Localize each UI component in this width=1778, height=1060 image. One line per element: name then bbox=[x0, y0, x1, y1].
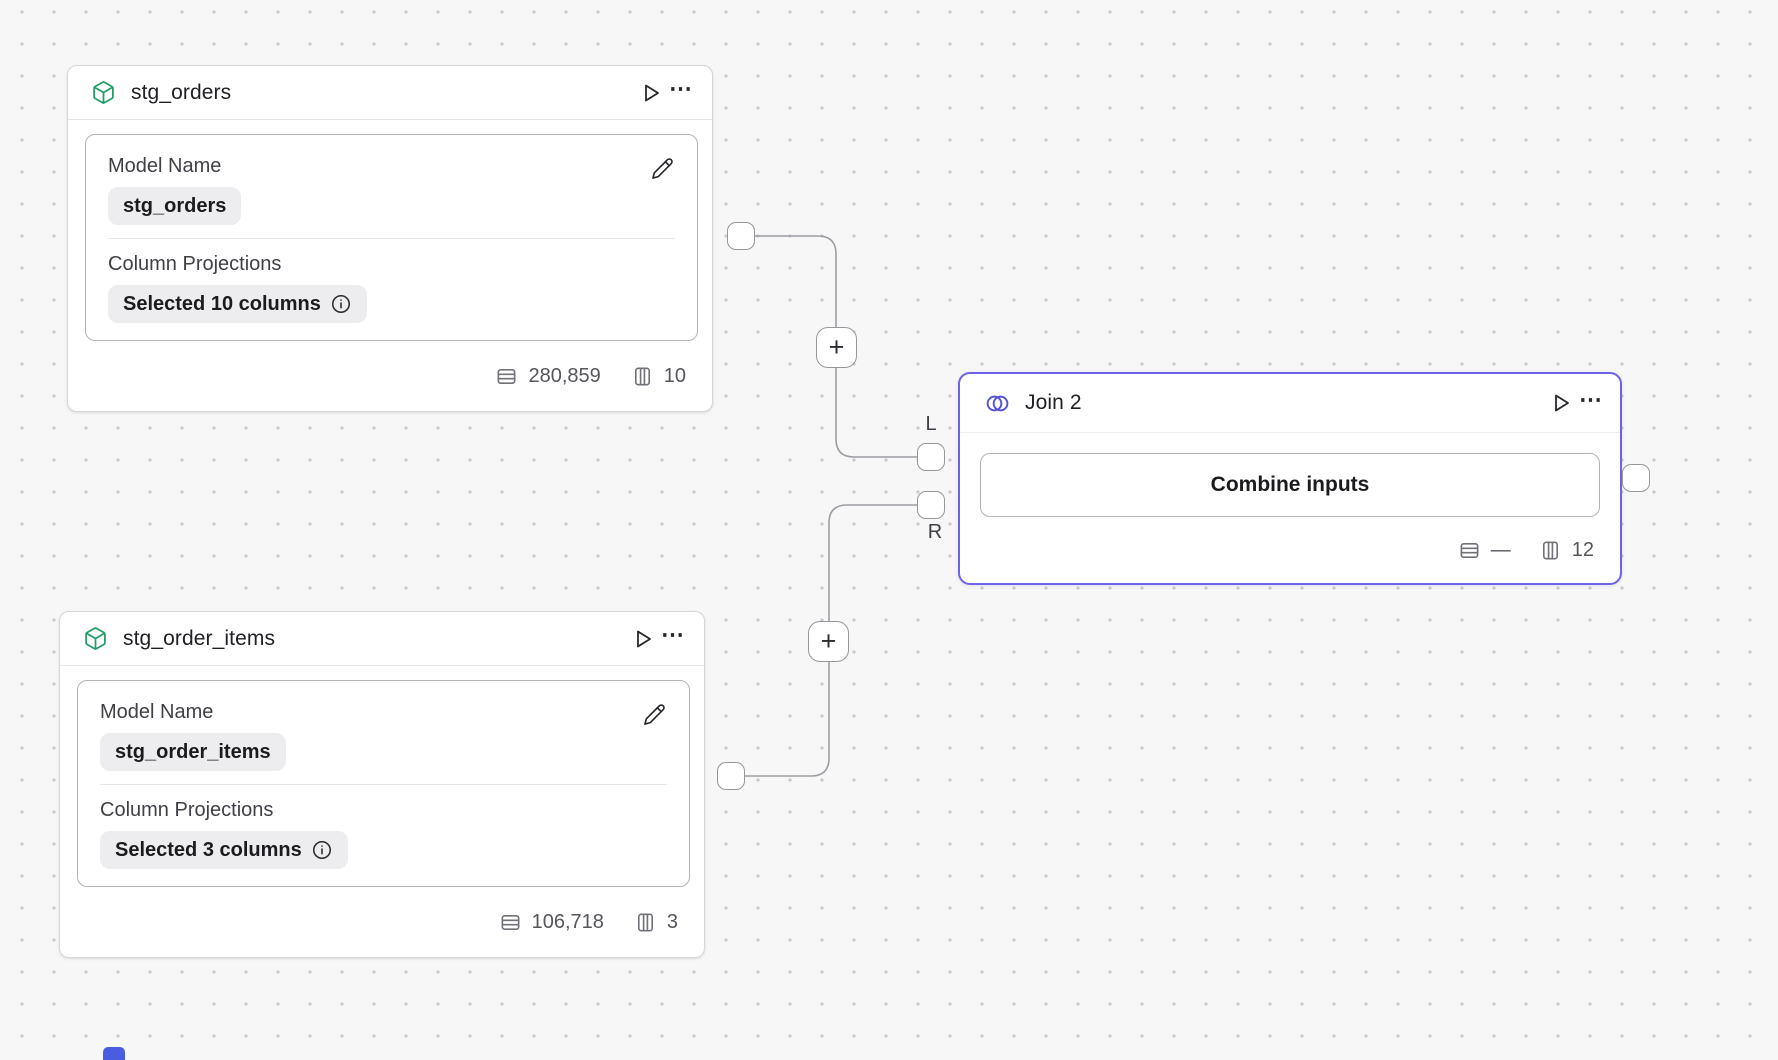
run-node-button[interactable] bbox=[1546, 388, 1576, 418]
column-projections-chip[interactable]: Selected 10 columns bbox=[108, 285, 367, 323]
card-divider bbox=[100, 784, 667, 785]
output-port-stg-order-items[interactable] bbox=[717, 762, 745, 790]
pencil-icon bbox=[643, 703, 666, 726]
run-node-button[interactable] bbox=[628, 624, 658, 654]
node-stg-orders[interactable]: stg_orders ⋯ Model Name s bbox=[67, 65, 713, 412]
row-count-stat: — bbox=[1458, 539, 1511, 562]
card-divider bbox=[108, 238, 675, 239]
column-projections-value: Selected 10 columns bbox=[123, 293, 321, 315]
column-count-value: 3 bbox=[666, 910, 678, 933]
info-icon[interactable] bbox=[330, 293, 352, 315]
plus-icon: + bbox=[820, 626, 837, 656]
cube-icon bbox=[88, 78, 118, 108]
node-config-card: Model Name stg_orders Column Projections… bbox=[85, 134, 698, 341]
column-projections-label: Column Projections bbox=[100, 799, 274, 821]
model-name-label: Model Name bbox=[108, 155, 222, 177]
play-icon bbox=[639, 81, 663, 105]
node-stg-orders-header: stg_orders ⋯ bbox=[68, 66, 712, 120]
play-icon bbox=[631, 627, 655, 651]
row-count-value: 280,859 bbox=[528, 364, 601, 387]
add-node-on-edge-button-bottom[interactable]: + bbox=[808, 621, 849, 662]
add-node-on-edge-button-top[interactable]: + bbox=[816, 327, 857, 368]
column-count-stat: 12 bbox=[1539, 539, 1594, 562]
node-join-2[interactable]: Join 2 ⋯ Combine inputs — bbox=[958, 372, 1622, 585]
column-projections-value: Selected 3 columns bbox=[115, 839, 302, 861]
table-rows-icon bbox=[1458, 539, 1481, 562]
row-count-value: — bbox=[1490, 538, 1511, 561]
edit-model-name-button[interactable] bbox=[647, 153, 677, 183]
node-menu-button[interactable]: ⋯ bbox=[1576, 385, 1606, 418]
play-icon bbox=[1549, 391, 1573, 415]
combine-inputs-button[interactable]: Combine inputs bbox=[980, 453, 1600, 517]
edit-model-name-button[interactable] bbox=[639, 699, 669, 729]
row-count-value: 106,718 bbox=[531, 910, 604, 933]
column-count-stat: 10 bbox=[631, 365, 686, 388]
node-join-2-header: Join 2 ⋯ bbox=[960, 374, 1620, 433]
ellipsis-icon: ⋯ bbox=[661, 621, 685, 647]
right-port-label: R bbox=[927, 521, 943, 543]
pencil-icon bbox=[651, 157, 674, 180]
column-count-value: 12 bbox=[1571, 538, 1594, 561]
node-title: stg_order_items bbox=[123, 626, 276, 650]
table-columns-icon bbox=[1539, 539, 1562, 562]
node-stg-order-items[interactable]: stg_order_items ⋯ Model Name bbox=[59, 611, 705, 958]
table-columns-icon bbox=[634, 911, 657, 934]
node-stats-footer: 280,859 10 bbox=[68, 341, 712, 411]
column-count-stat: 3 bbox=[634, 911, 678, 934]
model-name-value: stg_orders bbox=[123, 195, 227, 217]
table-rows-icon bbox=[499, 911, 522, 934]
node-title: stg_orders bbox=[131, 80, 232, 104]
node-stats-footer: 106,718 3 bbox=[60, 887, 704, 957]
join-output-port[interactable] bbox=[1622, 464, 1650, 492]
column-count-value: 10 bbox=[663, 364, 686, 387]
model-name-label: Model Name bbox=[100, 701, 214, 723]
node-menu-button[interactable]: ⋯ bbox=[658, 621, 688, 654]
model-name-chip: stg_orders bbox=[108, 187, 242, 225]
node-menu-button[interactable]: ⋯ bbox=[666, 75, 696, 108]
node-stg-order-items-header: stg_order_items ⋯ bbox=[60, 612, 704, 666]
model-name-chip: stg_order_items bbox=[100, 733, 286, 771]
left-port-label: L bbox=[925, 413, 937, 435]
row-count-stat: 280,859 bbox=[495, 364, 601, 388]
join-right-input-port[interactable] bbox=[917, 491, 945, 519]
model-name-value: stg_order_items bbox=[115, 741, 271, 763]
run-node-button[interactable] bbox=[636, 78, 666, 108]
cube-icon bbox=[80, 624, 110, 654]
node-stats-footer: — 12 bbox=[960, 517, 1620, 583]
ellipsis-icon: ⋯ bbox=[669, 75, 693, 101]
column-projections-chip[interactable]: Selected 3 columns bbox=[100, 831, 348, 869]
join-venn-icon bbox=[982, 388, 1012, 418]
node-config-card: Model Name stg_order_items Column Projec… bbox=[77, 680, 690, 887]
table-columns-icon bbox=[631, 365, 654, 388]
join-left-input-port[interactable] bbox=[917, 443, 945, 471]
ellipsis-icon: ⋯ bbox=[1579, 385, 1603, 412]
table-rows-icon bbox=[495, 365, 518, 388]
row-count-stat: 106,718 bbox=[499, 911, 604, 934]
output-port-stg-orders[interactable] bbox=[727, 222, 755, 250]
info-icon[interactable] bbox=[311, 839, 333, 861]
plus-icon: + bbox=[828, 332, 845, 362]
column-projections-label: Column Projections bbox=[108, 253, 282, 275]
node-title: Join 2 bbox=[1025, 391, 1082, 414]
bottom-left-clipped-element bbox=[103, 1047, 125, 1060]
